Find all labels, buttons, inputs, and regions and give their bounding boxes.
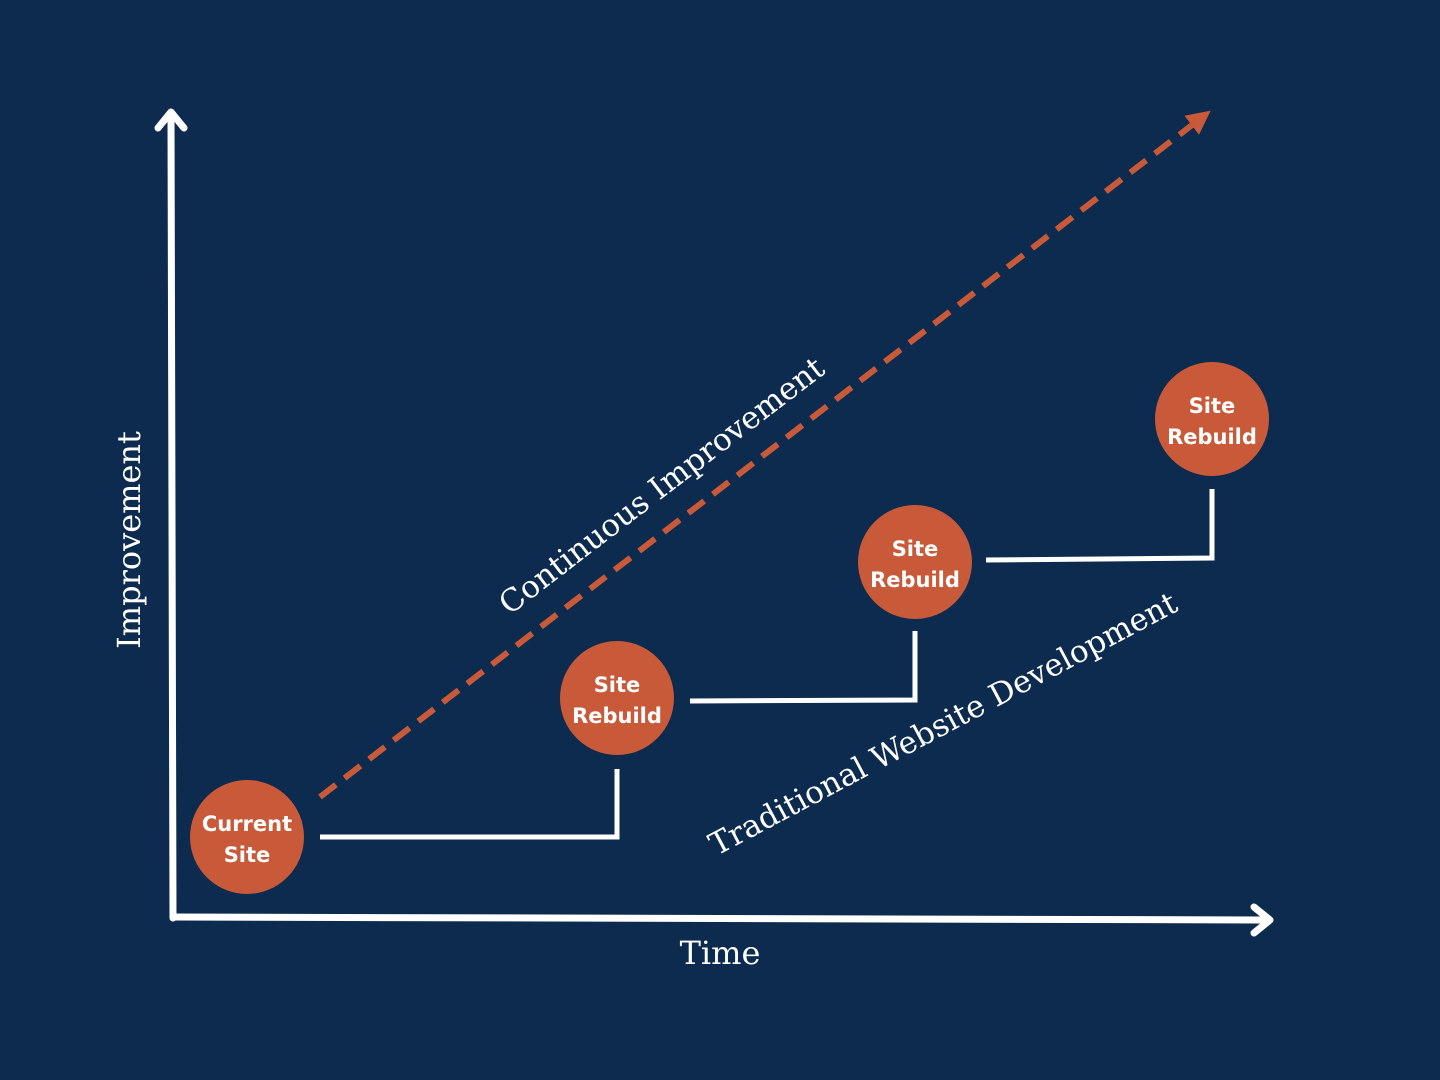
step-connector-1 xyxy=(320,769,620,840)
node-label-line2: Rebuild xyxy=(572,704,662,728)
continuous-improvement-label: Continuous Improvement xyxy=(492,350,832,622)
node-site-rebuild-2: Site Rebuild xyxy=(858,505,972,619)
node-site-rebuild-1: Site Rebuild xyxy=(560,641,674,755)
y-axis-arrowhead xyxy=(154,108,188,132)
x-axis-arrowhead xyxy=(1250,903,1274,937)
node-label-line1: Site xyxy=(1189,394,1236,418)
traditional-development-label: Traditional Website Development xyxy=(703,585,1184,863)
node-label-line1: Site xyxy=(892,537,939,561)
x-axis-label: Time xyxy=(680,934,761,972)
continuous-improvement-line xyxy=(318,110,1211,800)
node-label-line1: Site xyxy=(594,673,641,697)
x-axis xyxy=(169,903,1274,937)
y-axis-label: Improvement xyxy=(110,431,148,649)
step-connector-3 xyxy=(985,489,1215,563)
node-site-rebuild-3: Site Rebuild xyxy=(1155,362,1269,476)
node-label-line2: Site xyxy=(224,843,271,867)
node-current-site: Current Site xyxy=(190,780,304,894)
y-axis xyxy=(154,108,188,922)
node-label-line2: Rebuild xyxy=(1167,425,1257,449)
node-label-line2: Rebuild xyxy=(870,568,960,592)
node-label-line1: Current xyxy=(202,812,292,836)
step-connector-2 xyxy=(689,631,918,704)
